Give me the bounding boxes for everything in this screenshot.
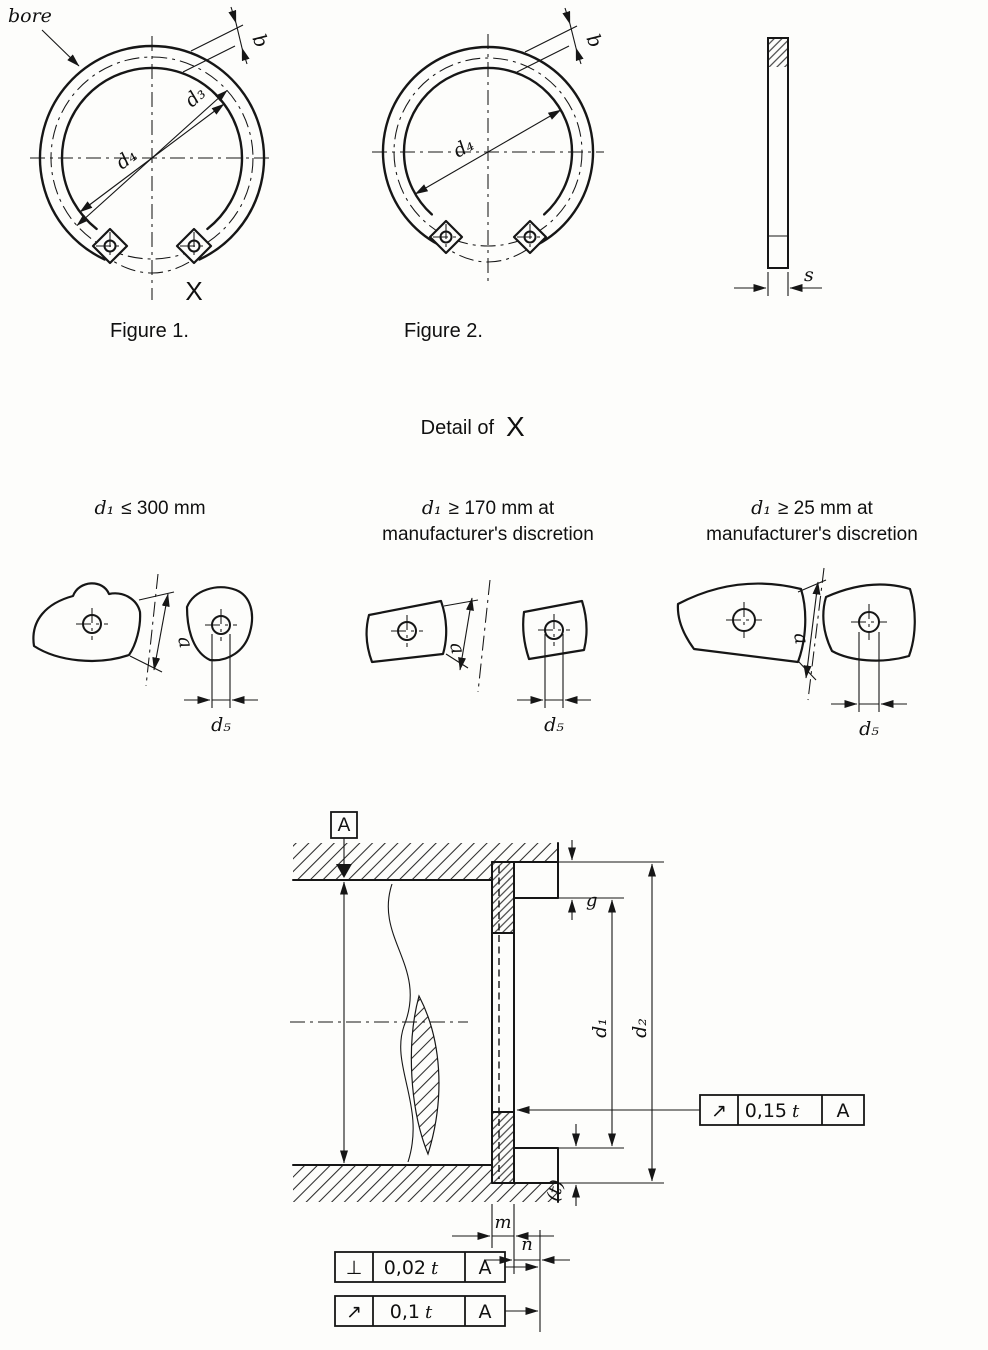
fcf-datum: A [837,1100,850,1122]
datum-a [330,811,358,1164]
d5-dimension [517,634,591,708]
figure2-caption: Figure 2. [404,320,483,342]
datum-triangle [336,864,352,878]
dim-d5-label: d₅ [211,714,231,736]
housing-hatch-bottom-right [514,1183,558,1202]
n-dimension [484,1230,570,1332]
dim-a-label: a [445,640,469,656]
gap-centerline [477,579,491,693]
dim-b-label-fig2: b [581,31,606,51]
dim-a-label: a [173,634,197,650]
dim-d2-label: d₂ [629,1018,651,1038]
bore-label: bore [8,5,52,27]
d4-dimension-line-fig2 [414,109,562,195]
housing-hatch-bottom-groove [492,1183,514,1202]
dim-m-label: m [494,1212,511,1233]
variant1-condition: d₁≤ 300 mm [94,497,205,519]
variant3-condition: d₁≥ 25 mm at [751,497,873,519]
perpendicularity-icon: ⊥ [346,1257,363,1279]
housing-hatch-bottom-left [293,1165,492,1202]
s-dimension [734,272,822,296]
figure2-drawing: b d₄ Figure 2. [372,7,607,342]
bore-leader-line [41,29,80,67]
b-dimension-fig1 [182,6,250,73]
gap-centerline [145,573,159,687]
ring-section-bottom [492,1112,514,1183]
fcf-datum: A [479,1257,492,1279]
variant2-condition-line2: manufacturer's discretion [382,524,594,545]
detail-variant-2: a d₅ [365,579,591,736]
a-dimension [797,579,827,681]
runout-icon: ↗ [711,1100,727,1122]
right-lug [185,586,254,662]
d3-dimension-line [76,89,228,227]
dim-a-label: a [789,631,813,646]
figure1-caption: Figure 1. [110,320,189,342]
runout-icon: ↗ [346,1301,362,1323]
datum-a-label: A [338,815,351,836]
break-line [387,883,414,1163]
detail-x-marker: X [185,276,202,306]
dim-d5-label: d₅ [859,718,879,740]
d5-dimension [831,632,907,712]
dim-t-label: (t) [543,1178,569,1204]
variant3-condition-line2: manufacturer's discretion [706,524,918,545]
detail-heading-marker: X [506,411,525,442]
left-lug [32,582,142,663]
right-lug [522,599,588,661]
a-dimension [129,591,175,673]
housing-hatch-top-left [293,843,492,880]
ring2-left-lug [428,219,464,255]
detail-variant-3: a d₅ [676,567,916,740]
dim-b-label-fig1: b [247,31,272,51]
dim-n-label: n [521,1234,533,1255]
housing-hatch-top-groove [492,843,514,862]
left-lug [365,599,448,664]
variant2-condition: d₁≥ 170 mm at [422,497,555,519]
dim-d5-label: d₅ [544,714,564,736]
fcf-datum: A [479,1301,492,1323]
housing-hatch-top-right [514,843,558,862]
ring-section-top [492,862,514,933]
ring1-left-lug [91,227,129,265]
detail-heading: Detail of [421,417,495,439]
side-view-drawing: s [734,37,822,296]
dim-s-label: s [804,264,814,286]
detail-variant-1: a d₅ [32,573,258,736]
b-dimension-fig2 [516,7,584,73]
break-out-section [410,994,440,1156]
dim-d4-label-fig2: d₄ [450,133,478,162]
dim-g-label: g [586,890,598,911]
dim-d1-label: d₁ [589,1018,611,1038]
m-dimension [452,1204,554,1274]
right-lug [822,583,916,662]
section-view: ↗ 0,15t A ⊥ 0,02t A ↗ 0,1t A A g d₁ d₂ [290,811,865,1332]
ring2-inner-arc [402,66,574,216]
ring-side-hatch [769,39,787,67]
ring-side-outline [767,37,789,269]
d5-dimension [184,634,258,708]
left-lug [676,582,807,664]
figure1-drawing: bore b d₄ d₃ X Figure 1. [8,5,274,342]
ring1-right-lug [175,227,213,265]
a-dimension [443,597,479,671]
ring2-right-lug [512,219,548,255]
